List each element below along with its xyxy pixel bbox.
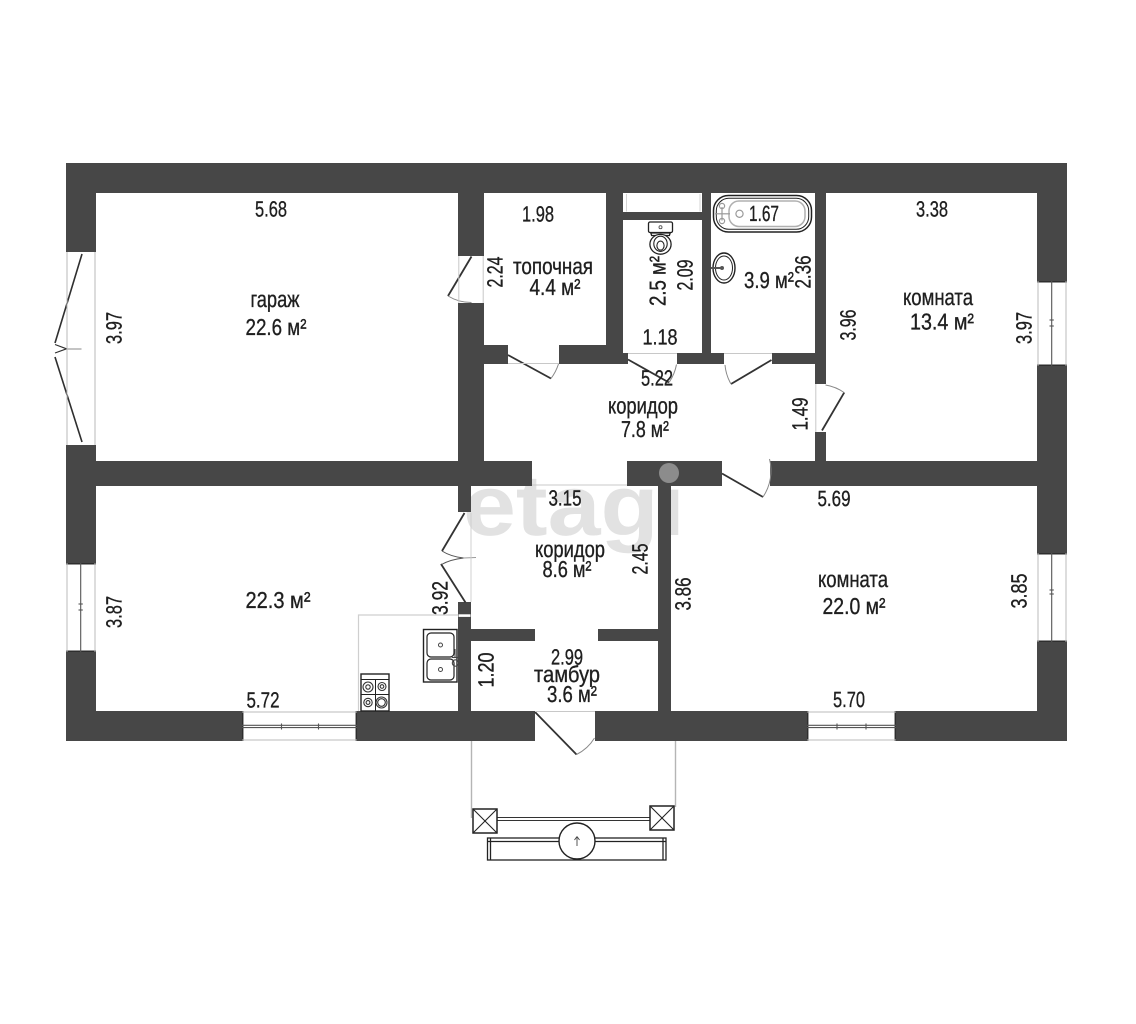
svg-text:5.72: 5.72	[247, 688, 280, 713]
svg-text:топочная: топочная	[513, 253, 593, 279]
svg-text:комната: комната	[818, 566, 888, 592]
svg-text:7.8 м²: 7.8 м²	[621, 416, 669, 442]
svg-text:1.18: 1.18	[643, 325, 678, 350]
svg-text:коридор: коридор	[608, 393, 678, 419]
svg-text:3.87: 3.87	[102, 596, 127, 628]
svg-text:3.38: 3.38	[916, 197, 948, 222]
svg-text:3.97: 3.97	[102, 312, 127, 344]
svg-text:комната: комната	[903, 284, 973, 310]
svg-text:3.92: 3.92	[428, 581, 453, 615]
svg-text:3.6 м²: 3.6 м²	[547, 681, 597, 707]
svg-text:5.22: 5.22	[641, 366, 673, 391]
svg-text:2.36: 2.36	[791, 256, 816, 289]
svg-text:5.68: 5.68	[255, 197, 287, 222]
svg-text:5.69: 5.69	[818, 486, 851, 511]
svg-text:1.49: 1.49	[788, 398, 813, 431]
svg-text:2.99: 2.99	[551, 645, 583, 670]
svg-text:3.97: 3.97	[1012, 312, 1037, 344]
svg-text:8.6 м²: 8.6 м²	[543, 556, 592, 582]
svg-text:4.4 м²: 4.4 м²	[530, 274, 581, 300]
svg-text:13.4 м²: 13.4 м²	[910, 309, 974, 335]
svg-text:1.98: 1.98	[522, 202, 554, 227]
svg-text:3.86: 3.86	[671, 578, 696, 611]
svg-text:22.3 м²: 22.3 м²	[246, 587, 311, 613]
svg-text:2.5 м²: 2.5 м²	[645, 256, 671, 306]
svg-text:2.24: 2.24	[483, 257, 508, 288]
svg-text:22.0 м²: 22.0 м²	[823, 593, 886, 619]
svg-text:тамбур: тамбур	[534, 661, 600, 687]
svg-text:коридор: коридор	[535, 536, 605, 562]
svg-text:3.85: 3.85	[1007, 574, 1032, 609]
svg-text:3.15: 3.15	[549, 486, 582, 511]
svg-text:5.70: 5.70	[833, 687, 865, 712]
svg-text:2.09: 2.09	[673, 260, 698, 291]
svg-text:1.67: 1.67	[749, 201, 779, 226]
svg-text:22.6 м²: 22.6 м²	[246, 314, 307, 340]
svg-text:гараж: гараж	[251, 286, 300, 312]
svg-text:3.96: 3.96	[836, 310, 861, 341]
svg-text:3.9 м²: 3.9 м²	[744, 267, 794, 293]
svg-text:1.20: 1.20	[474, 653, 499, 688]
svg-text:2.45: 2.45	[628, 544, 653, 575]
